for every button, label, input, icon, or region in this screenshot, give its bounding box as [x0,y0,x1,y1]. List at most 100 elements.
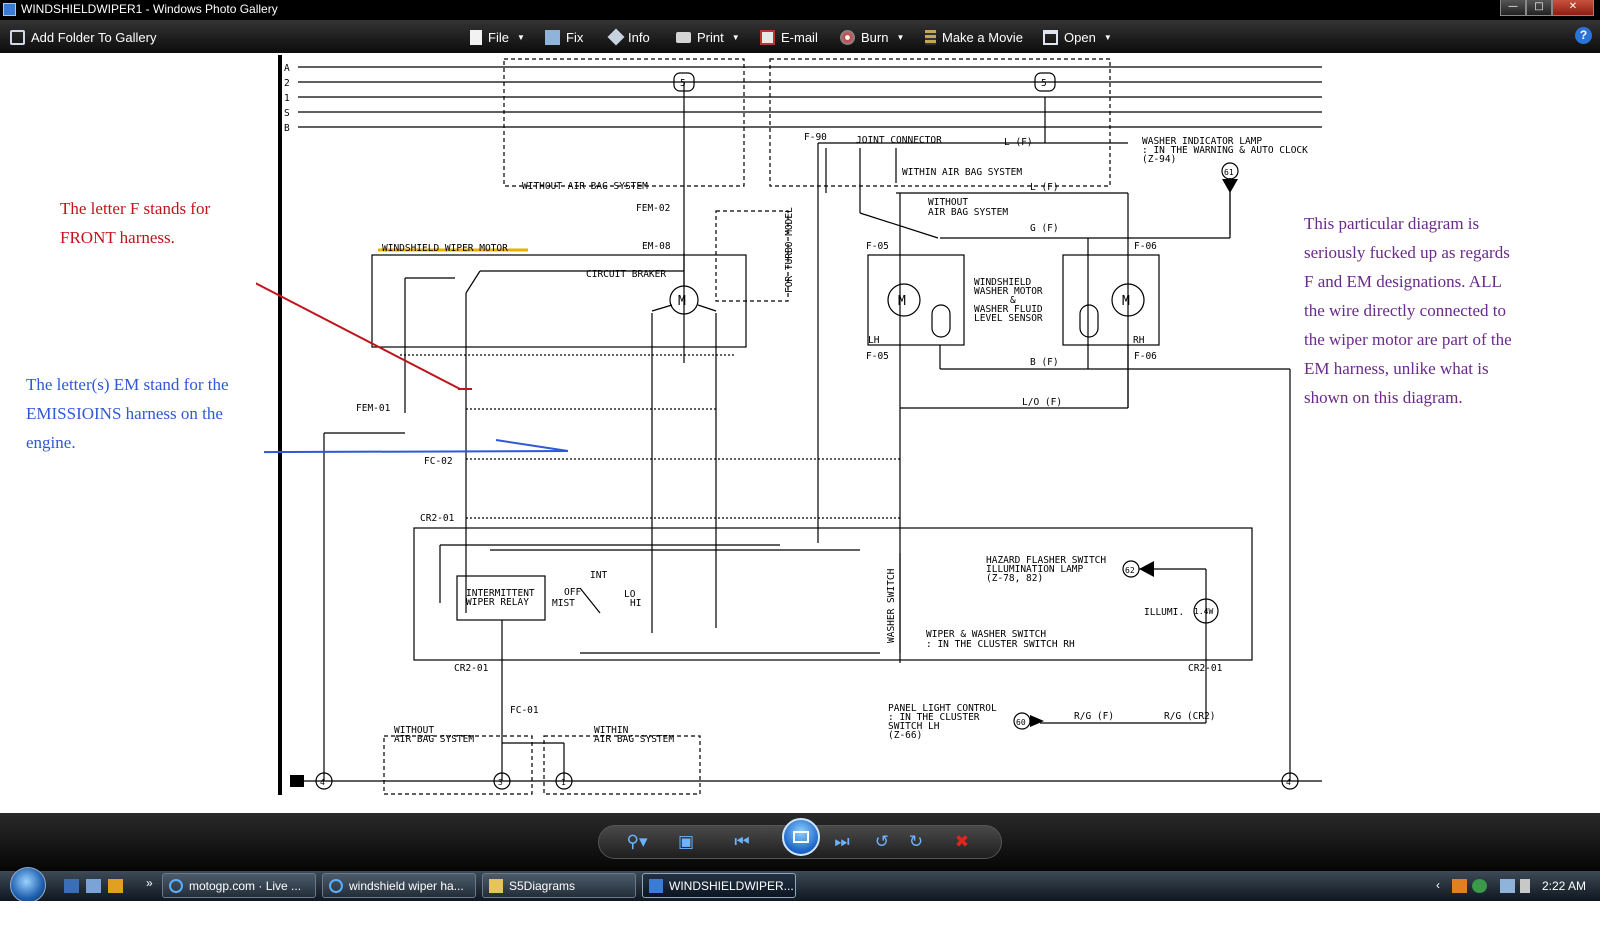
f-harness-note: The letter F stands for FRONT harness. [58,194,256,306]
rail-label-b: B [284,123,290,134]
internet-explorer-icon [169,878,183,893]
previous-icon[interactable]: ⏮ [734,832,750,852]
chevron-down-icon: ▼ [516,32,525,42]
add-folder-icon [10,29,25,45]
volume-icon[interactable] [1520,879,1530,893]
delete-icon[interactable]: ✖ [954,832,970,852]
washer-motor-m-lh: M [898,294,906,309]
task-label: WINDSHIELDWIPER... [669,878,794,893]
task-motogp[interactable]: motogp.com · Live ... [162,873,316,898]
connector-cr2-01-right: CR2-01 [1188,663,1223,674]
open-menu[interactable]: Open ▼ [1043,28,1112,46]
task-label: S5Diagrams [509,878,576,893]
make-movie-button[interactable]: Make a Movie [925,28,1023,46]
clock[interactable]: 2:22 AM [1541,879,1586,893]
hazard-label-2: ILLUMINATION LAMP [986,564,1084,575]
connector-f05-bottom: F-05 [866,351,889,362]
task-s5diagrams[interactable]: S5Diagrams [482,873,636,898]
media-player-icon[interactable] [108,879,123,893]
open-label: Open [1064,29,1096,45]
washer-indicator-location: : IN THE WARNING & AUTO CLOCK [1142,145,1308,156]
rotate-counterclockwise-icon[interactable]: ↺ [874,832,890,852]
slideshow-icon [793,831,809,843]
connector-f06-bottom: F-06 [1134,351,1157,362]
film-icon [925,29,936,45]
email-button[interactable]: E-mail [760,28,818,46]
add-folder-button[interactable]: Add Folder To Gallery [10,28,157,46]
task-label: windshield wiper ha... [349,878,464,893]
close-button[interactable]: ✕ [1552,0,1594,16]
fuse-left-label: 5 [680,78,686,89]
washer-motor-label-4: WASHER FLUID [974,304,1043,315]
switch-windows-icon[interactable] [86,879,101,893]
taskbar: » motogp.com · Live ... windshield wiper… [0,867,1600,903]
hazard-label-1: HAZARD FLASHER SWITCH [986,555,1106,566]
switch-hi: HI [630,598,641,609]
show-desktop-icon[interactable] [64,879,79,893]
make-movie-label: Make a Movie [942,29,1023,45]
task-windshield-search[interactable]: windshield wiper ha... [322,873,476,898]
illumi-label: ILLUMI. [1144,607,1184,618]
ground-4-right: 4 [1286,778,1291,787]
start-button[interactable] [10,867,46,903]
info-button[interactable]: Info [607,28,650,46]
window-title: WINDSHIELDWIPER1 - Windows Photo Gallery [21,2,278,16]
switch-lo: LO [624,589,636,600]
panel-label-2: : IN THE CLUSTER [888,712,980,723]
wire-rg-f: R/G (F) [1074,711,1114,722]
wiper-washer-label-1: WIPER & WASHER SWITCH [926,629,1046,640]
wire-rg-cr2: R/G (CR2) [1164,711,1215,722]
chevron-down-icon: ▼ [1103,32,1112,42]
minimize-button[interactable]: — [1500,0,1526,16]
disc-icon [840,29,855,45]
info-label: Info [628,29,650,45]
slideshow-button[interactable] [782,818,820,856]
wire-g-f: G (F) [1030,223,1059,234]
file-icon [470,29,482,45]
without-air-bag-label: WITHOUT AIR BAG SYSTEM [522,181,648,192]
chevron-down-icon: ▼ [731,32,740,42]
gallery-toolbar: Add Folder To Gallery File▼ Fix Info Pri… [0,20,1600,53]
next-icon[interactable]: ⏭ [834,832,850,852]
open-window-icon [1043,29,1058,45]
photo-gallery-icon [649,878,663,893]
network-icon[interactable] [1500,879,1515,893]
wiring-diagram: A 2 1 S B 5 5 WITHOUT AIR BAG SYSTEM WIT… [25,55,1322,795]
joint-connector-label: JOINT CONNECTOR [856,135,942,146]
connector-cr2-01-bottom: CR2-01 [454,663,489,674]
bulb-label: 1.4W [1194,607,1213,616]
rail-label-a: A [284,63,290,74]
burn-menu[interactable]: Burn▼ [840,28,904,46]
within-bottom-1: WITHIN [594,725,629,736]
print-menu[interactable]: Print▼ [676,28,740,46]
zoom-icon[interactable]: ⚲▾ [626,832,648,852]
washer-switch-label: WASHER SWITCH [886,568,897,643]
email-label: E-mail [781,29,818,45]
tray-status-icon[interactable] [1472,879,1487,893]
info-tag-icon [607,28,625,46]
node-62: 62 [1125,566,1135,575]
rotate-clockwise-icon[interactable]: ↻ [908,832,924,852]
tray-expand-icon[interactable]: ‹ [1436,878,1440,892]
switch-int: INT [590,570,607,581]
ground-3: 3 [498,778,503,787]
maximize-button[interactable]: □ [1526,0,1552,16]
relay-label-2: WIPER RELAY [466,597,529,608]
add-folder-label: Add Folder To Gallery [31,29,157,45]
fix-button[interactable]: Fix [545,28,583,46]
file-menu[interactable]: File▼ [470,28,525,46]
tray-app-icon[interactable] [1452,879,1467,893]
em-harness-text: The letter(s) EM stand for the EMISSIOIN… [26,375,229,452]
without-bottom-2: AIR BAG SYSTEM [394,734,474,745]
help-button[interactable]: ? [1575,27,1592,44]
quick-launch-overflow[interactable]: » [146,876,153,890]
task-photo-gallery[interactable]: WINDSHIELDWIPER... [642,873,796,898]
wire-lo-f: L/O (F) [1022,397,1062,408]
email-icon [760,29,775,45]
panel-label-4: (Z-66) [888,730,922,741]
actual-size-icon[interactable]: ▣ [677,832,695,852]
fix-icon [545,29,560,45]
wire-l-f-2: L (F) [1030,182,1059,193]
photo-gallery-icon [3,3,16,16]
fuse-right-label: 5 [1041,78,1047,89]
